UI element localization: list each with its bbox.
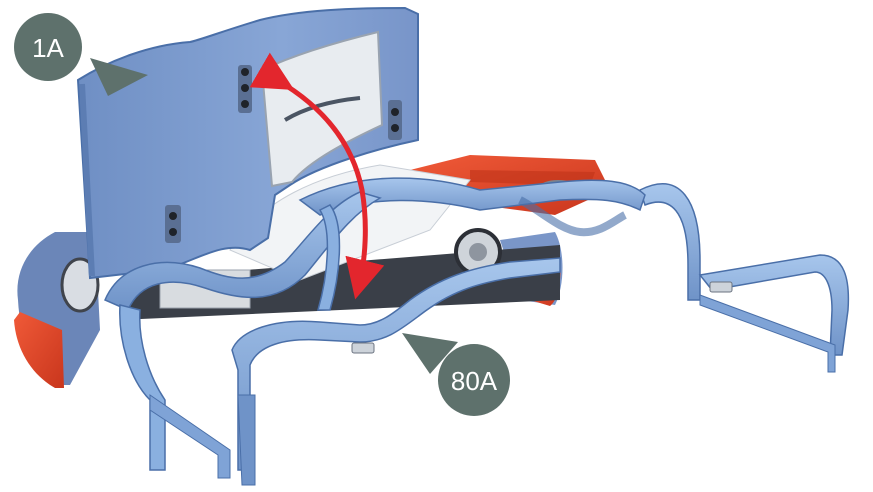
left-fender bbox=[14, 232, 100, 388]
callout-80A-label: 80A bbox=[451, 366, 498, 396]
callout-80A-badge bbox=[438, 344, 510, 416]
callout-1A: 1A bbox=[14, 13, 148, 96]
left-red-panel bbox=[14, 312, 64, 388]
right-hinge bbox=[388, 100, 402, 140]
callout-pointer-icon bbox=[90, 58, 148, 96]
mount-block-right bbox=[709, 281, 733, 293]
double-headed-arrow-icon bbox=[249, 52, 385, 300]
frame-80A bbox=[104, 177, 850, 486]
lower-hinge bbox=[165, 205, 181, 243]
callout-80A: 80A bbox=[402, 333, 510, 416]
callout-1A-label: 1A bbox=[32, 33, 64, 63]
mount-block bbox=[351, 342, 375, 354]
callout-1A-badge bbox=[14, 13, 82, 81]
callout-pointer-icon bbox=[402, 333, 458, 374]
